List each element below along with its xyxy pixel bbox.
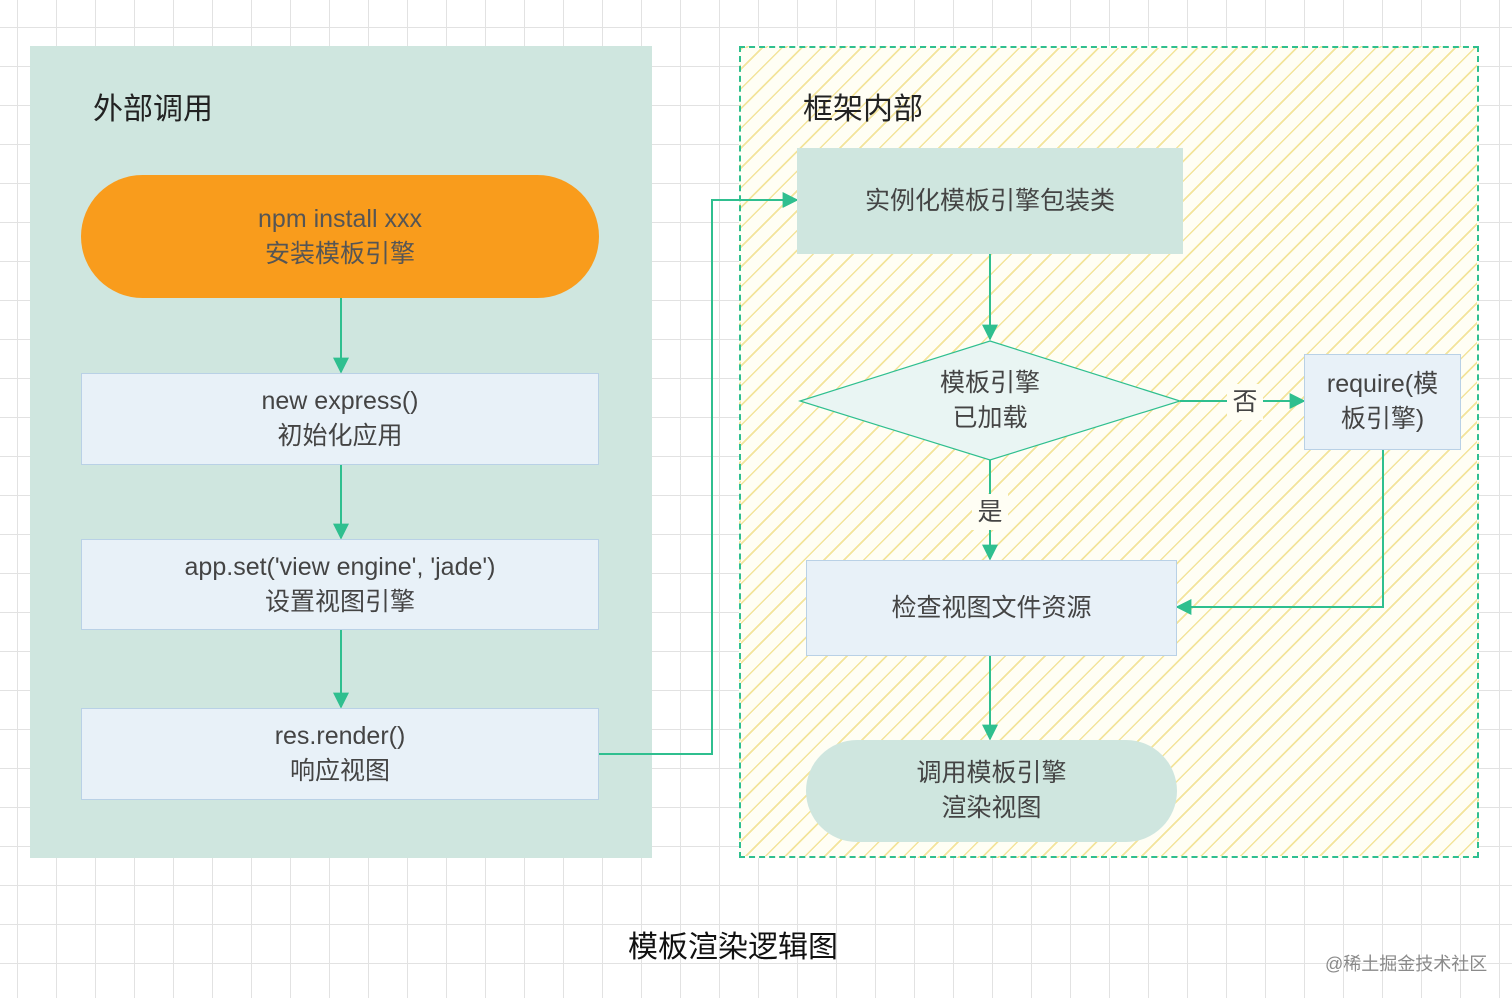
require-engine-line1: require(模 (1326, 370, 1439, 398)
res-render-line1: res.render() (274, 722, 406, 750)
watermark: @稀土掘金技术社区 (1325, 954, 1488, 974)
edge-render-to-instantiate (598, 192, 799, 755)
edge-require-to-files (1175, 450, 1384, 615)
require-engine-node: require(模 板引擎) (1304, 354, 1461, 450)
app-set-line1: app.set('view engine', 'jade') (184, 552, 496, 581)
new-express-line2: 初始化应用 (277, 422, 403, 450)
check-view-files-label: 检查视图文件资源 (891, 593, 1092, 622)
loaded-check-label: 模板引擎 已加载 (880, 366, 1100, 436)
new-express-line1: new express() (261, 387, 419, 415)
call-engine-line1: 调用模板引擎 (916, 759, 1067, 787)
require-engine-line2: 板引擎) (1340, 405, 1425, 433)
call-engine-line2: 渲染视图 (941, 794, 1042, 822)
loaded-check-line1: 模板引擎 (939, 369, 1040, 397)
res-render-line2: 响应视图 (289, 757, 390, 785)
external-calls-title: 外部调用 (93, 93, 213, 126)
diagram-caption: 模板渲染逻辑图 (628, 931, 838, 964)
new-express-node: new express() 初始化应用 (81, 373, 599, 465)
check-view-files-node: 检查视图文件资源 (806, 560, 1177, 656)
framework-internals-title: 框架内部 (803, 93, 923, 126)
edge-label-no: 否 (1227, 384, 1263, 420)
loaded-check-line2: 已加载 (952, 404, 1028, 432)
app-set-node: app.set('view engine', 'jade') 设置视图引擎 (81, 539, 599, 630)
npm-install-line2: 安装模板引擎 (264, 239, 415, 268)
edge-label-yes: 是 (972, 494, 1008, 530)
loaded-check-diamond (797, 340, 1183, 461)
call-engine-node: 调用模板引擎 渲染视图 (806, 740, 1177, 842)
npm-install-node: npm install xxx 安装模板引擎 (81, 175, 599, 298)
app-set-line2: 设置视图引擎 (264, 587, 415, 616)
res-render-node: res.render() 响应视图 (81, 708, 599, 800)
instantiate-wrapper-node: 实例化模板引擎包装类 (797, 148, 1183, 254)
npm-install-line1: npm install xxx (258, 204, 422, 233)
instantiate-wrapper-label: 实例化模板引擎包装类 (864, 186, 1115, 215)
